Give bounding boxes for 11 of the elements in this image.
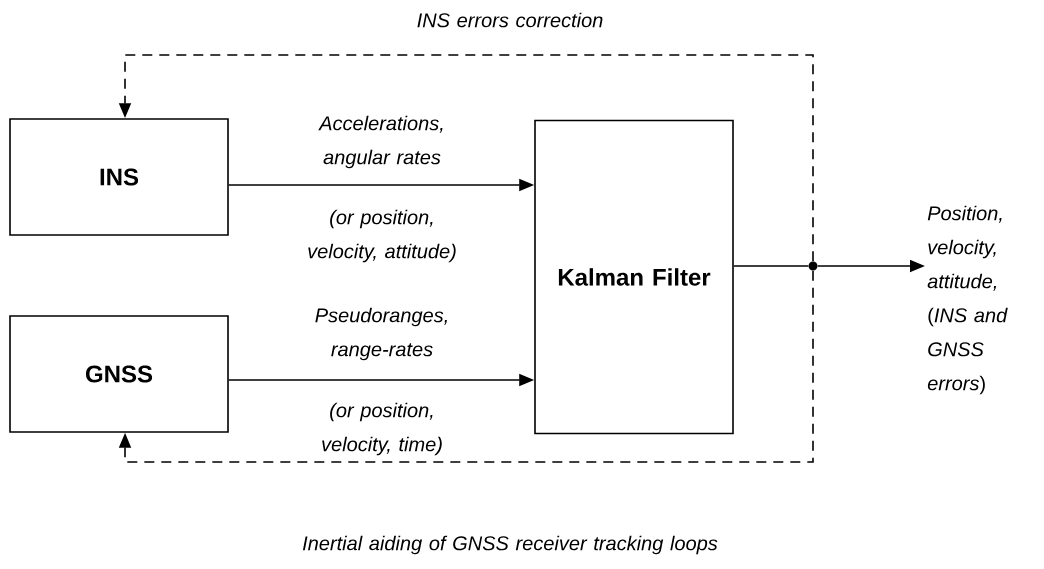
output-text: Position, velocity, attitude, (INS and GNSS errors)	[927, 205, 1008, 395]
process-box: INS	[9, 118, 229, 236]
edge-label: Accelerations, angular rates	[318, 115, 443, 169]
dashed-arrow	[118, 269, 814, 463]
edge-label: Inertial aiding of GNSS receiver tracking loops	[302, 535, 718, 555]
edge-label: Pseudoranges, range-rates	[315, 307, 447, 361]
note-text: (or position, velocity, time)	[322, 402, 442, 456]
process-box: GNSS	[9, 315, 229, 433]
process-box: Kalman Filter	[534, 119, 734, 435]
note-text: (or position, velocity, attitude)	[308, 209, 456, 263]
edge-label: INS errors correction	[417, 12, 603, 28]
